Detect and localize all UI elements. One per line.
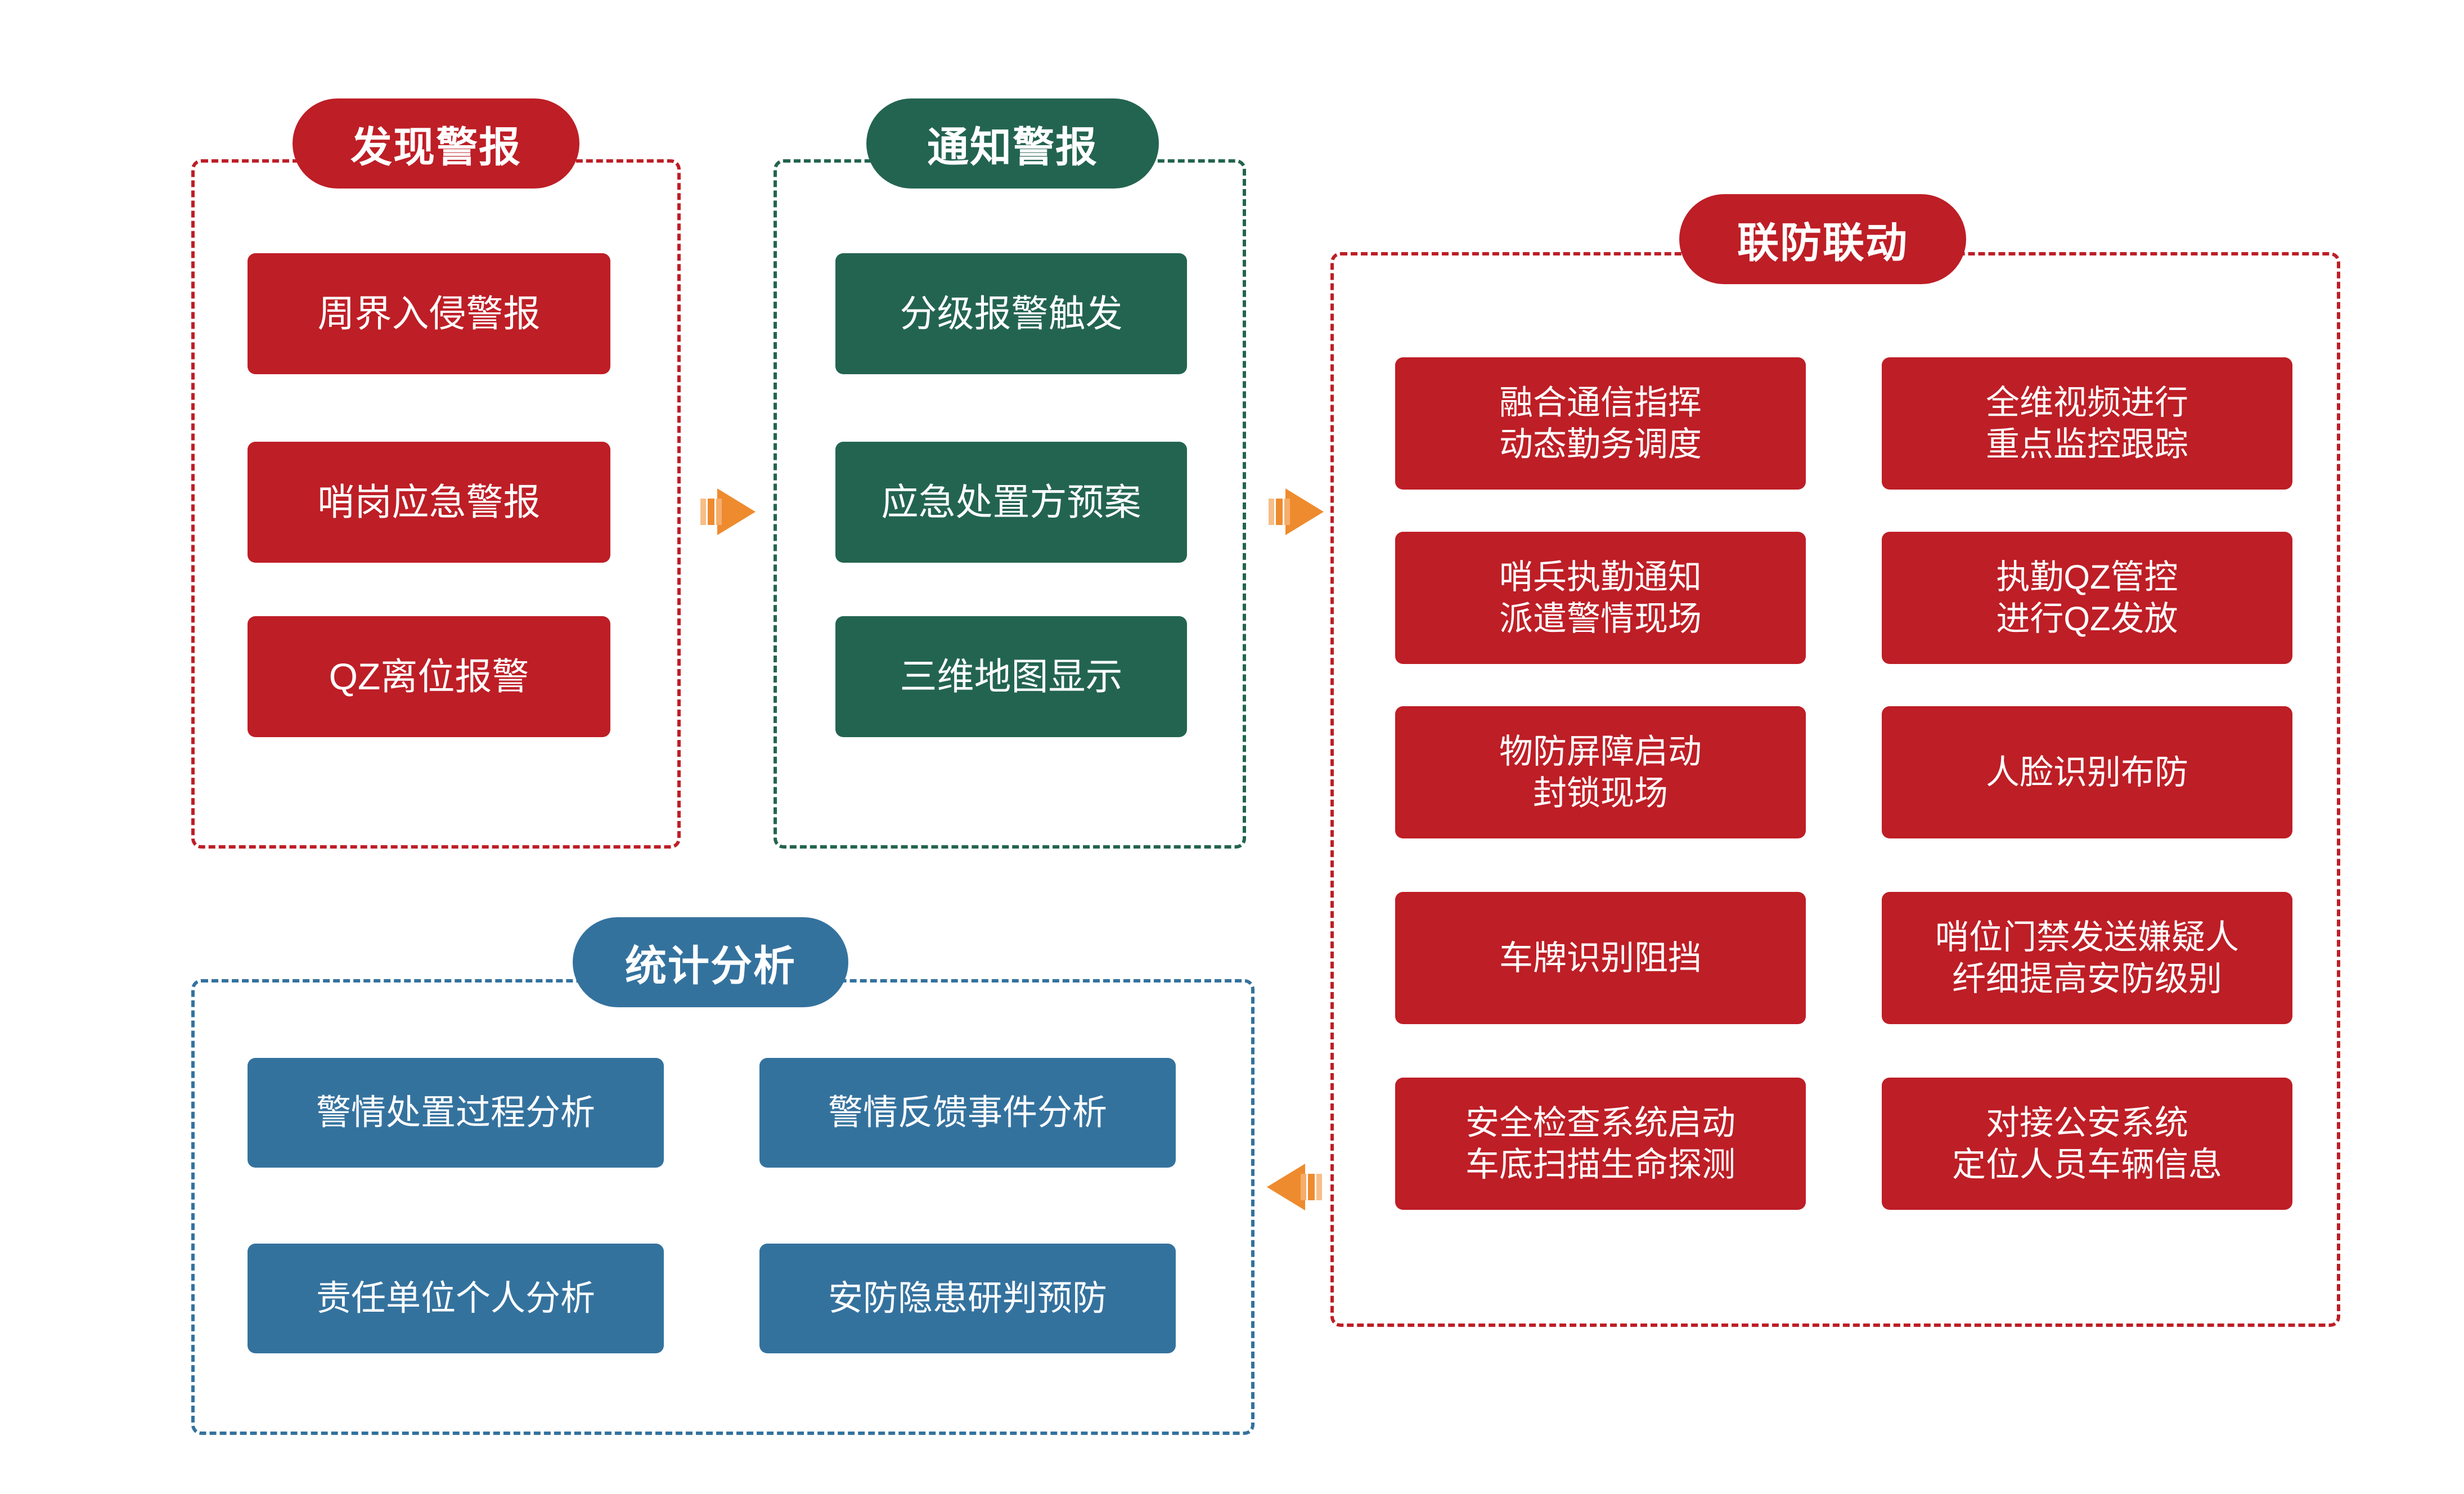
arrow-right-icon — [700, 488, 756, 535]
item-fusion-communication-dispatch[interactable]: 融合通信指挥 动态勤务调度 — [1395, 357, 1806, 490]
group-statistics-analysis — [191, 979, 1255, 1435]
item-label: 物防屏障启动 封锁现场 — [1499, 733, 1702, 812]
item-security-risk-prevention-analysis[interactable]: 安防隐患研判预防 — [759, 1244, 1176, 1353]
item-label: 执勤QZ管控 进行QZ发放 — [1996, 558, 2178, 638]
item-graded-alarm-trigger[interactable]: 分级报警触发 — [835, 253, 1187, 374]
item-label: 应急处置方预案 — [881, 481, 1141, 523]
item-post-access-suspect-alert[interactable]: 哨位门禁发送嫌疑人 纤细提高安防级别 — [1882, 892, 2292, 1024]
pill-statistics-analysis[interactable]: 统计分析 — [573, 917, 848, 1007]
item-face-recognition-deployment[interactable]: 人脸识别布防 — [1882, 706, 2292, 838]
item-label: 全维视频进行 重点监控跟踪 — [1986, 384, 2188, 463]
arrow-discover-to-notify — [700, 485, 759, 539]
item-physical-barrier-lockdown[interactable]: 物防屏障启动 封锁现场 — [1395, 706, 1806, 838]
item-qz-off-post-alarm[interactable]: QZ离位报警 — [248, 616, 610, 737]
item-label: 周界入侵警报 — [317, 293, 541, 335]
arrow-right-icon — [1269, 488, 1324, 535]
item-label: 安全检查系统启动 车底扫描生命探测 — [1465, 1104, 1735, 1183]
item-label: 哨岗应急警报 — [317, 481, 541, 523]
item-sentry-duty-notice-dispatch[interactable]: 哨兵执勤通知 派遣警情现场 — [1395, 532, 1806, 664]
item-label: 三维地图显示 — [900, 656, 1123, 698]
item-3d-map-display[interactable]: 三维地图显示 — [835, 616, 1187, 737]
item-emergency-response-plan[interactable]: 应急处置方预案 — [835, 442, 1187, 563]
item-label: 哨兵执勤通知 派遣警情现场 — [1499, 558, 1702, 638]
pill-notify-alarm[interactable]: 通知警报 — [866, 98, 1159, 189]
pill-notify-alarm-label: 通知警报 — [927, 123, 1098, 171]
item-label: 分级报警触发 — [900, 293, 1123, 335]
pill-statistics-analysis-label: 统计分析 — [625, 942, 796, 989]
item-alarm-feedback-event-analysis[interactable]: 警情反馈事件分析 — [759, 1058, 1176, 1168]
pill-discover-alarm-label: 发现警报 — [350, 123, 521, 171]
item-public-security-integration[interactable]: 对接公安系统 定位人员车辆信息 — [1882, 1078, 2292, 1210]
item-security-check-vehicle-scan[interactable]: 安全检查系统启动 车底扫描生命探测 — [1395, 1078, 1806, 1210]
pill-joint-defense-label: 联防联动 — [1737, 219, 1908, 266]
item-duty-qz-control-issue[interactable]: 执勤QZ管控 进行QZ发放 — [1882, 532, 2292, 664]
item-label: 人脸识别布防 — [1986, 753, 2188, 791]
pill-discover-alarm[interactable]: 发现警报 — [293, 98, 579, 189]
item-license-plate-blocking[interactable]: 车牌识别阻挡 — [1395, 892, 1806, 1024]
item-responsible-unit-personal-analysis[interactable]: 责任单位个人分析 — [248, 1244, 664, 1353]
item-label: 警情反馈事件分析 — [828, 1093, 1107, 1132]
item-label: 责任单位个人分析 — [316, 1278, 595, 1318]
arrow-joint-defense-to-statistics — [1263, 1160, 1322, 1214]
item-alarm-handling-process-analysis[interactable]: 警情处置过程分析 — [248, 1058, 664, 1168]
pill-joint-defense[interactable]: 联防联动 — [1679, 194, 1966, 284]
item-label: 车牌识别阻挡 — [1499, 939, 1702, 977]
item-label: 对接公安系统 定位人员车辆信息 — [1952, 1104, 2222, 1183]
item-label: QZ离位报警 — [329, 656, 529, 698]
item-label: 哨位门禁发送嫌疑人 纤细提高安防级别 — [1935, 918, 2239, 998]
arrow-notify-to-joint-defense — [1269, 485, 1328, 539]
item-label: 融合通信指挥 动态勤务调度 — [1499, 384, 1702, 463]
item-label: 警情处置过程分析 — [316, 1093, 595, 1132]
item-full-dimension-video-tracking[interactable]: 全维视频进行 重点监控跟踪 — [1882, 357, 2292, 490]
item-label: 安防隐患研判预防 — [828, 1278, 1107, 1318]
item-perimeter-intrusion-alarm[interactable]: 周界入侵警报 — [248, 253, 610, 374]
arrow-left-icon — [1267, 1164, 1322, 1210]
item-sentry-emergency-alarm[interactable]: 哨岗应急警报 — [248, 442, 610, 563]
